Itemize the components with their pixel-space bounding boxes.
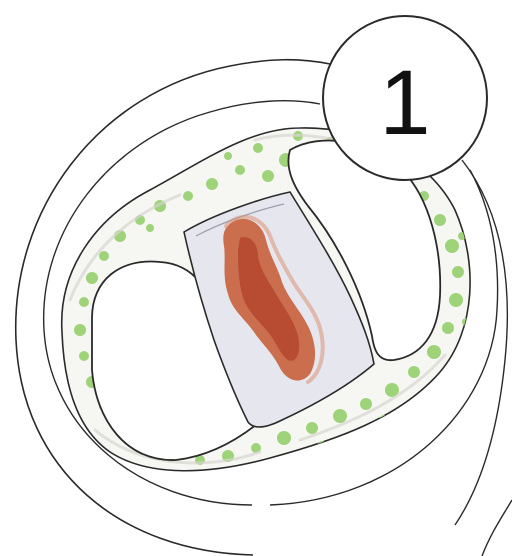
outer-circle-right: [455, 160, 507, 525]
step-number: 1: [379, 52, 430, 154]
step-badge: 1: [323, 16, 487, 180]
outer-circle-bottom-right: [482, 500, 512, 556]
